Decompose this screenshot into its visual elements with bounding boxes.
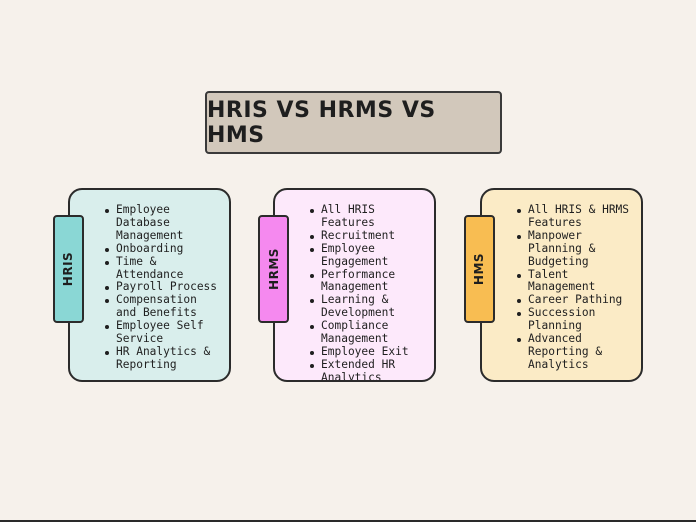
card-hrms: All HRIS Features Recruitment Employee E… — [273, 188, 436, 382]
tab-label-hrms: HRMS — [266, 248, 281, 290]
list-item: Talent Management — [516, 268, 635, 295]
card-hris: Employee Database Management Onboarding … — [68, 188, 231, 382]
list-item: Compensation and Benefits — [104, 293, 223, 320]
list-item: Learning & Development — [309, 293, 428, 320]
list-item: All HRIS Features — [309, 203, 428, 230]
list-item: Compliance Management — [309, 319, 428, 346]
list-item: Payroll Process — [104, 281, 223, 294]
list-item: Manpower Planning & Budgeting — [516, 229, 635, 269]
list-item: Extended HR Analytics — [309, 358, 428, 380]
bottom-divider — [0, 520, 696, 522]
list-item: Employee Exit — [309, 345, 428, 359]
list-item: Succession Planning — [516, 306, 635, 333]
list-item: Advanced Reporting & Analytics — [516, 332, 635, 372]
tab-label-hms: HMS — [472, 252, 487, 286]
list-item: Performance Management — [309, 268, 428, 295]
list-item: Employee Self Service — [104, 319, 223, 346]
tab-hms: HMS — [464, 215, 495, 323]
title-box: HRIS VS HRMS VS HMS — [205, 91, 502, 154]
feature-list-hris: Employee Database Management Onboarding … — [104, 203, 223, 372]
tab-hris: HRIS — [53, 215, 84, 323]
list-item: All HRIS & HRMS Features — [516, 203, 635, 230]
list-item: Time & Attendance — [104, 255, 223, 282]
list-item: Recruitment — [309, 229, 428, 243]
list-item: Employee Database Management — [104, 203, 223, 243]
list-item: Onboarding — [104, 242, 223, 256]
feature-list-hms: All HRIS & HRMS Features Manpower Planni… — [516, 203, 635, 372]
list-item: Career Pathing — [516, 293, 635, 307]
tab-label-hris: HRIS — [61, 251, 76, 287]
feature-list-hrms: All HRIS Features Recruitment Employee E… — [309, 203, 428, 380]
list-item: HR Analytics & Reporting — [104, 345, 223, 372]
tab-hrms: HRMS — [258, 215, 289, 323]
page-title: HRIS VS HRMS VS HMS — [207, 97, 436, 148]
list-item: Employee Engagement — [309, 242, 428, 269]
card-hms: All HRIS & HRMS Features Manpower Planni… — [480, 188, 643, 382]
